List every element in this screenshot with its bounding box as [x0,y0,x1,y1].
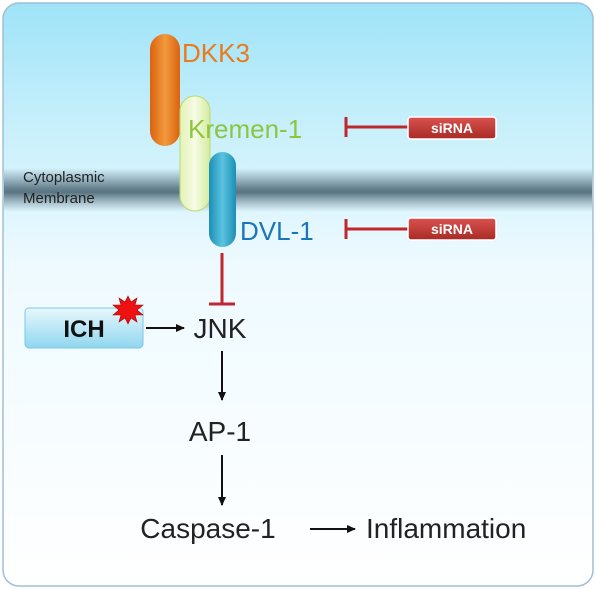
dvl1-shape [209,152,236,247]
membrane-label-line1: Cytoplasmic [23,169,105,186]
ich-label: ICH [63,316,104,343]
caspase1-label: Caspase-1 [140,513,275,544]
dvl1-label: DVL-1 [240,216,314,246]
starburst-icon [112,295,144,325]
sirna-label-top: siRNA [431,120,473,136]
ap1-label: AP-1 [189,416,251,447]
kremen1-shape [179,95,211,212]
kremen1-label: Kremen-1 [188,114,302,144]
cell-membrane [4,168,592,212]
sirna-badge-top [407,116,497,140]
sirna-badge-bottom [407,217,497,241]
dkk3-label: DKK3 [182,38,250,68]
sirna-label-bottom: siRNA [431,221,473,237]
membrane-label-line2: Membrane [23,190,95,207]
dkk3-shape [150,34,180,146]
inflammation-label: Inflammation [366,513,526,544]
jnk-label: JNK [194,313,247,344]
ich-box [24,307,144,349]
